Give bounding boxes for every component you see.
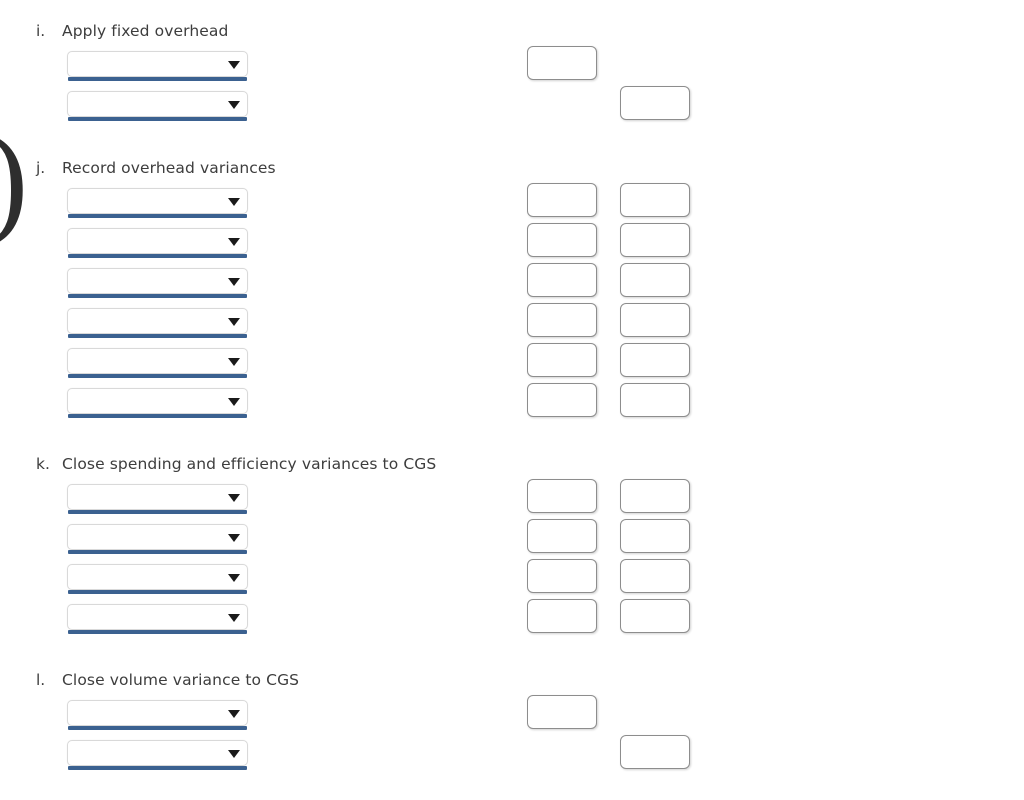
- credit-amount-input[interactable]: [620, 383, 690, 417]
- journal-entry-row: [0, 479, 1024, 524]
- debit-amount-input[interactable]: [527, 263, 597, 297]
- account-select[interactable]: [67, 268, 248, 298]
- account-select[interactable]: [67, 348, 248, 378]
- chevron-down-icon: [228, 398, 240, 406]
- section-title: Close spending and efficiency variances …: [62, 455, 437, 473]
- account-select[interactable]: [67, 604, 248, 634]
- credit-amount-input[interactable]: [620, 559, 690, 593]
- debit-amount-input[interactable]: [527, 183, 597, 217]
- credit-amount-input[interactable]: [620, 183, 690, 217]
- credit-amount-input[interactable]: [620, 86, 690, 120]
- journal-entry-row: [0, 735, 1024, 780]
- journal-entry-row: [0, 695, 1024, 740]
- journal-entry-row: [0, 183, 1024, 228]
- credit-amount-input[interactable]: [620, 303, 690, 337]
- section-title: Record overhead variances: [62, 159, 276, 177]
- journal-entry-row: [0, 343, 1024, 388]
- account-select[interactable]: [67, 700, 248, 730]
- debit-amount-input[interactable]: [527, 303, 597, 337]
- debit-amount-input[interactable]: [527, 223, 597, 257]
- debit-amount-input[interactable]: [527, 695, 597, 729]
- account-select[interactable]: [67, 388, 248, 418]
- account-select[interactable]: [67, 188, 248, 218]
- section-heading: j. Record overhead variances: [0, 159, 276, 181]
- chevron-down-icon: [228, 198, 240, 206]
- section-letter: l.: [36, 671, 46, 689]
- account-select[interactable]: [67, 564, 248, 594]
- debit-amount-input[interactable]: [527, 599, 597, 633]
- credit-amount-input[interactable]: [620, 519, 690, 553]
- journal-entry-row: [0, 559, 1024, 604]
- debit-amount-input[interactable]: [527, 479, 597, 513]
- debit-amount-input[interactable]: [527, 383, 597, 417]
- journal-entry-row: [0, 303, 1024, 348]
- account-select[interactable]: [67, 91, 248, 121]
- chevron-down-icon: [228, 61, 240, 69]
- section-letter: k.: [36, 455, 50, 473]
- chevron-down-icon: [228, 101, 240, 109]
- chevron-down-icon: [228, 318, 240, 326]
- section-heading: i. Apply fixed overhead: [0, 22, 228, 44]
- credit-amount-input[interactable]: [620, 735, 690, 769]
- chevron-down-icon: [228, 710, 240, 718]
- credit-amount-input[interactable]: [620, 263, 690, 297]
- journal-entry-row: [0, 599, 1024, 644]
- credit-amount-input[interactable]: [620, 599, 690, 633]
- chevron-down-icon: [228, 534, 240, 542]
- journal-entry-row: [0, 383, 1024, 428]
- chevron-down-icon: [228, 614, 240, 622]
- chevron-down-icon: [228, 278, 240, 286]
- section-heading: l. Close volume variance to CGS: [0, 671, 299, 693]
- chevron-down-icon: [228, 750, 240, 758]
- chevron-down-icon: [228, 494, 240, 502]
- section-letter: j.: [36, 159, 46, 177]
- credit-amount-input[interactable]: [620, 479, 690, 513]
- section-heading: k. Close spending and efficiency variance…: [0, 455, 436, 477]
- journal-entry-row: [0, 223, 1024, 268]
- debit-amount-input[interactable]: [527, 343, 597, 377]
- journal-entry-row: [0, 86, 1024, 131]
- account-select[interactable]: [67, 308, 248, 338]
- section-title: Close volume variance to CGS: [62, 671, 300, 689]
- account-select[interactable]: [67, 228, 248, 258]
- account-select[interactable]: [67, 51, 248, 81]
- left-edge-parenthesis-glyph: ): [0, 126, 32, 244]
- debit-amount-input[interactable]: [527, 46, 597, 80]
- debit-amount-input[interactable]: [527, 559, 597, 593]
- section-letter: i.: [36, 22, 46, 40]
- debit-amount-input[interactable]: [527, 519, 597, 553]
- section-title: Apply fixed overhead: [62, 22, 229, 40]
- credit-amount-input[interactable]: [620, 223, 690, 257]
- chevron-down-icon: [228, 574, 240, 582]
- journal-entry-row: [0, 263, 1024, 308]
- chevron-down-icon: [228, 238, 240, 246]
- account-select[interactable]: [67, 524, 248, 554]
- chevron-down-icon: [228, 358, 240, 366]
- account-select[interactable]: [67, 740, 248, 770]
- credit-amount-input[interactable]: [620, 343, 690, 377]
- journal-entry-row: [0, 46, 1024, 91]
- journal-entry-row: [0, 519, 1024, 564]
- account-select[interactable]: [67, 484, 248, 514]
